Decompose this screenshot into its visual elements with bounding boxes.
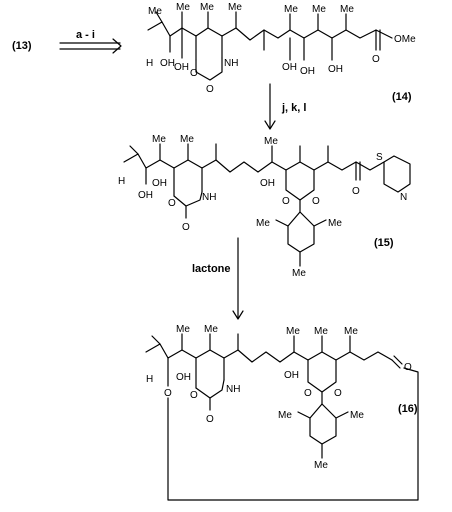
c16-h: H	[146, 374, 153, 385]
c16-me-5: Me	[344, 326, 358, 337]
c16-oh-1: OH	[176, 372, 191, 383]
c15-o-ring-2: O	[312, 196, 320, 207]
c16-me-3: Me	[286, 326, 300, 337]
c15-h: H	[118, 176, 125, 187]
c15-n: N	[400, 192, 407, 203]
c14-oh-4: OH	[300, 66, 315, 77]
c16-o-carbamate: O	[206, 414, 214, 425]
c14-h: H	[146, 58, 153, 69]
c14-ome: OMe	[394, 34, 416, 45]
c15-mes-me-1: Me	[256, 218, 270, 229]
c15-o-carbonyl: O	[352, 186, 360, 197]
c14-me-2: Me	[176, 2, 190, 13]
c14-me-7: Me	[340, 4, 354, 15]
c16-me-1: Me	[176, 324, 190, 335]
compound-16-label: (16)	[398, 403, 418, 415]
c15-me-1: Me	[152, 134, 166, 145]
double-arrow-step1	[59, 38, 122, 54]
reagent-step1: a - i	[76, 29, 95, 41]
c15-o-ring-1: O	[282, 196, 290, 207]
c15-o: O	[168, 198, 176, 209]
c14-o: O	[190, 68, 198, 79]
c16-mes-me-1: Me	[278, 410, 292, 421]
c14-oh-3: OH	[282, 62, 297, 73]
c16-o-ring-1: O	[304, 388, 312, 399]
c15-nh: NH	[202, 192, 216, 203]
compound-15-label: (15)	[374, 237, 394, 249]
molecule-16	[145, 333, 419, 501]
c16-me-2: Me	[204, 324, 218, 335]
arrow-step2	[264, 83, 276, 130]
c16-o: O	[190, 390, 198, 401]
c14-oh-1: OH	[160, 58, 175, 69]
c14-nh: NH	[224, 58, 238, 69]
c16-me-4: Me	[314, 326, 328, 337]
c14-me-6: Me	[312, 4, 326, 15]
c14-me-1: Me	[148, 6, 162, 17]
c15-o-carbamate: O	[182, 222, 190, 233]
c15-me-2: Me	[180, 134, 194, 145]
c16-oh-2: OH	[284, 370, 299, 381]
c16-o-lactone: O	[164, 388, 172, 399]
c15-oh-3: OH	[260, 178, 275, 189]
compound-13-label: (13)	[12, 40, 32, 52]
c14-me-4: Me	[228, 2, 242, 13]
arrow-step3	[232, 237, 244, 320]
c14-o-carbamate: O	[206, 84, 214, 95]
c16-mes-me-2: Me	[350, 410, 364, 421]
molecule-14	[147, 11, 393, 81]
c14-o-carbonyl: O	[372, 54, 380, 65]
c15-oh-1: OH	[138, 190, 153, 201]
c16-o-carbonyl: O	[404, 362, 412, 373]
molecule-15	[123, 143, 411, 267]
compound-14-label: (14)	[392, 91, 412, 103]
reagent-step2: j, k, l	[281, 102, 306, 114]
reagent-step3: lactone	[192, 263, 231, 275]
c16-o-ring-2: O	[334, 388, 342, 399]
c14-me-3: Me	[200, 2, 214, 13]
c15-mes-me-2: Me	[328, 218, 342, 229]
c15-mes-me-3: Me	[292, 268, 306, 279]
c15-s: S	[376, 152, 383, 163]
c16-mes-me-3: Me	[314, 460, 328, 471]
c15-oh-2: OH	[152, 178, 167, 189]
c14-oh-2: OH	[174, 62, 189, 73]
c15-me-3: Me	[264, 136, 278, 147]
c16-nh: NH	[226, 384, 240, 395]
c14-me-5: Me	[284, 4, 298, 15]
c14-oh-5: OH	[328, 64, 343, 75]
